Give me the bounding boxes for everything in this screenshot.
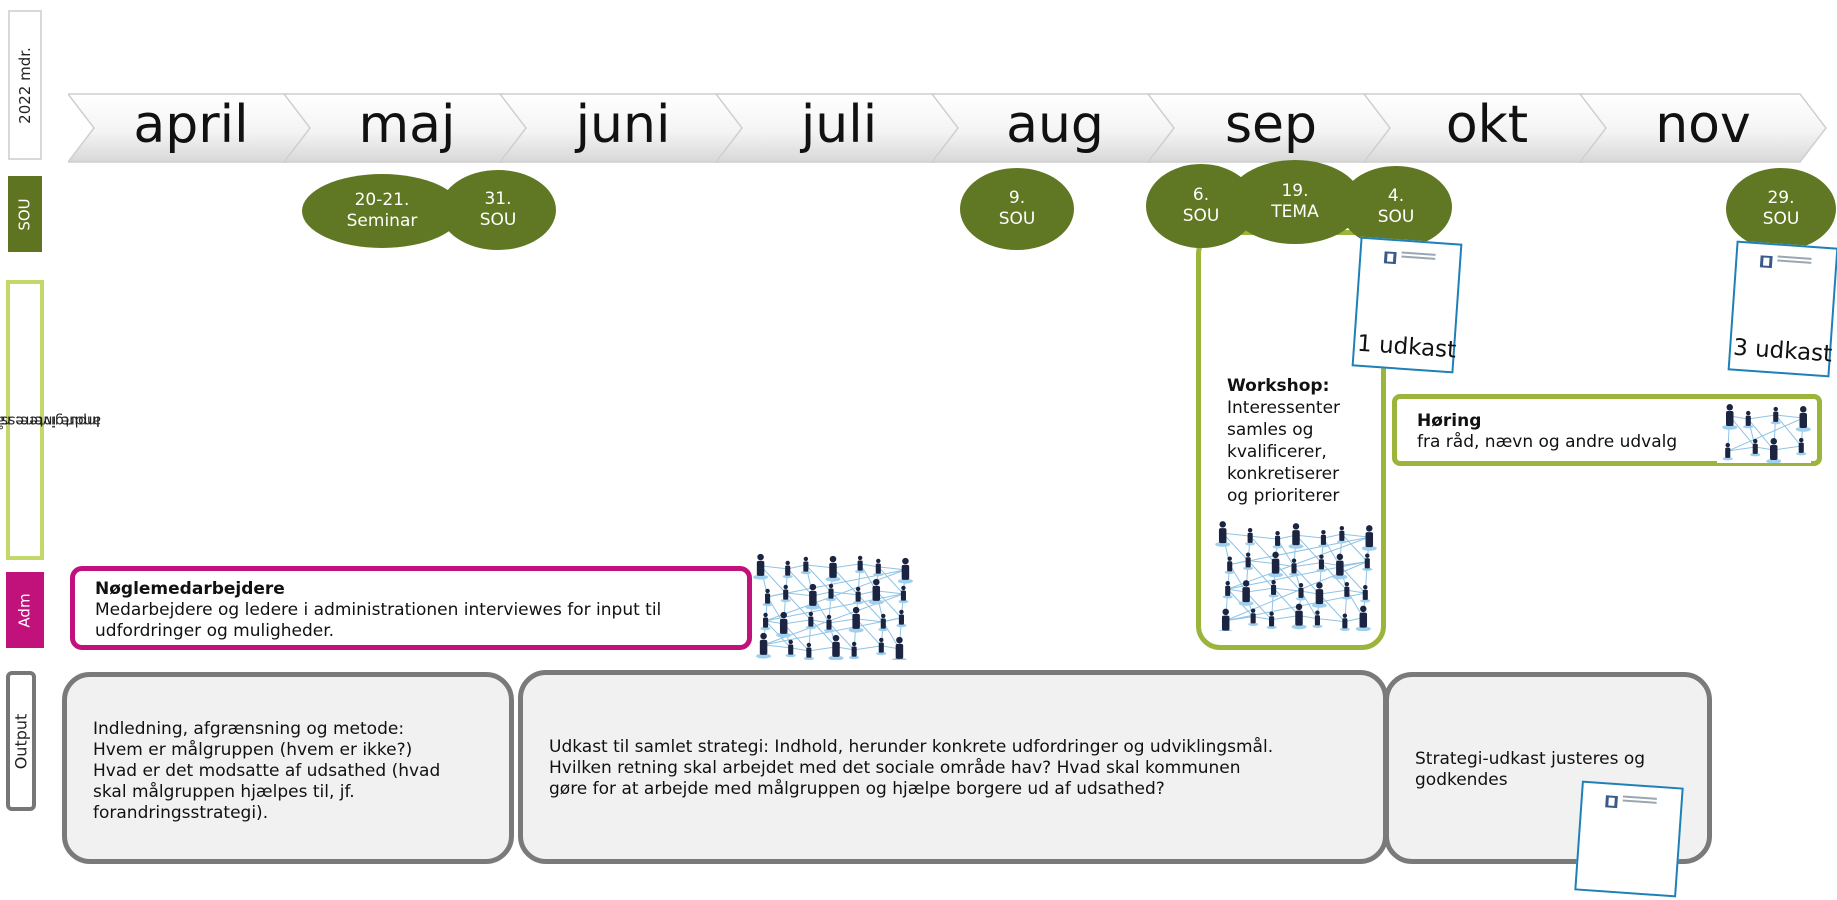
- month-label: juni: [575, 95, 671, 155]
- month-label: sep: [1224, 95, 1318, 155]
- month-label: aug: [1006, 95, 1104, 155]
- month-chevron: [1578, 93, 1827, 163]
- month-label: maj: [358, 95, 456, 155]
- municipality-logo-icon: [1383, 251, 1397, 265]
- meeting-sou-okt: 4.SOU: [1340, 166, 1452, 248]
- municipality-logo-icon: [1605, 795, 1618, 809]
- year-label: 2022 mdr.: [8, 10, 42, 160]
- month-timeline: [68, 93, 1827, 163]
- network-people-image: [752, 552, 914, 660]
- meeting-sou-maj: 31.SOU: [440, 170, 556, 250]
- draft-1-document: 1 udkast: [1351, 236, 1463, 374]
- month-label: nov: [1655, 95, 1751, 155]
- month-label: okt: [1445, 95, 1529, 155]
- output-box-intro: Indledning, afgrænsning og metode: Hvem …: [62, 672, 514, 864]
- approved-strategy-document: [1574, 780, 1684, 898]
- output-box-strategy-draft: Udkast til samlet strategi: Indhold, her…: [518, 670, 1388, 864]
- input-givers-row-label: Inputgivere: råd, nævn,andre interessent…: [0, 280, 101, 560]
- month-label: april: [133, 95, 249, 155]
- meeting-tema: 19.TEMA: [1228, 160, 1362, 244]
- draft-3-document: 3 udkast: [1727, 240, 1837, 378]
- network-people-image: [1717, 401, 1811, 463]
- network-people-image: [1215, 521, 1379, 631]
- output-row-label: Output: [6, 671, 36, 811]
- adm-row-label: Adm: [6, 572, 44, 648]
- month-label: juli: [800, 95, 878, 155]
- sou-row-label: SOU: [8, 176, 42, 252]
- meeting-sou-nov: 29.SOU: [1726, 168, 1836, 250]
- municipality-logo-icon: [1759, 255, 1773, 269]
- key-staff-box: Nøglemedarbejdere Medarbejdere og ledere…: [70, 566, 752, 650]
- meeting-seminar: 20-21.Seminar: [302, 174, 462, 248]
- meeting-sou-aug: 9.SOU: [960, 168, 1074, 250]
- hearing-box: Høring fra råd, nævn og andre udvalg: [1392, 394, 1822, 466]
